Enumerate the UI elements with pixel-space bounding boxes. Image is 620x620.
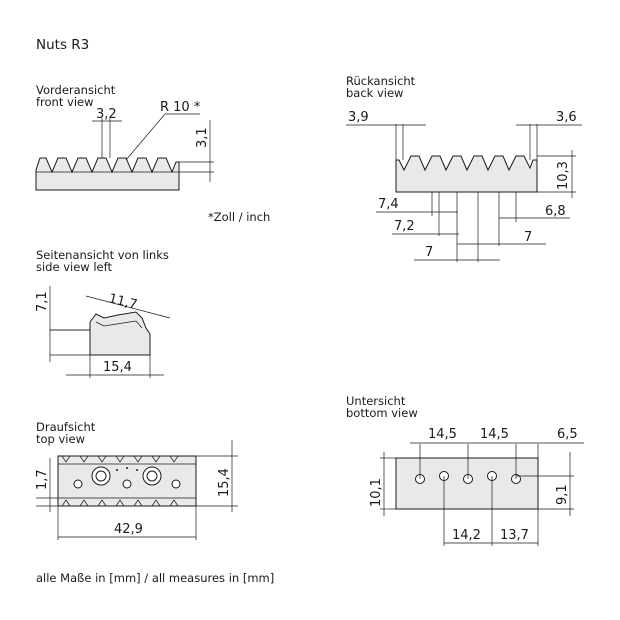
top-dim-b: 15,4 — [217, 468, 232, 497]
front-dim-a: 3,2 — [96, 107, 117, 122]
back-dim-c: 10,3 — [556, 161, 571, 190]
bottom-dim-c: 6,5 — [557, 427, 578, 442]
bottom-dim-f: 14,2 — [452, 528, 481, 543]
back-view: Rückansicht back view 3,9 3,6 10,3 7,4 6… — [346, 74, 582, 262]
back-dim-b: 3,6 — [556, 110, 577, 125]
bottom-dim-d: 10,1 — [369, 478, 384, 507]
back-dim-e: 6,8 — [545, 204, 566, 219]
back-dim-d: 7,4 — [378, 197, 399, 212]
bottom-dim-a: 14,5 — [428, 427, 457, 442]
top-view-label-en: top view — [36, 432, 85, 446]
front-dim-radius: R 10 * — [160, 100, 201, 115]
back-dim-g: 7 — [425, 245, 433, 260]
bottom-dim-e: 9,1 — [555, 484, 570, 505]
top-dim-c: 42,9 — [114, 522, 143, 537]
side-view-label-en: side view left — [36, 260, 112, 274]
bottom-dim-g: 13,7 — [500, 528, 529, 543]
back-dim-h: 7 — [524, 230, 532, 245]
front-view-label-de: Vorderansicht — [36, 83, 116, 97]
side-view-part — [89, 311, 151, 356]
top-dim-a: 1,7 — [35, 469, 50, 490]
side-dim-a: 7,1 — [35, 291, 50, 312]
bottom-view-label-en: bottom view — [346, 406, 418, 420]
back-dim-a: 3,9 — [348, 110, 369, 125]
bottom-dim-b: 14,5 — [480, 427, 509, 442]
side-view: Seitenansicht von links side view left 7… — [35, 248, 171, 378]
inch-note: *Zoll / inch — [208, 210, 270, 224]
front-view-label-en: front view — [36, 95, 94, 109]
top-view-label-de: Draufsicht — [36, 420, 96, 434]
side-dim-c: 15,4 — [103, 360, 132, 375]
side-dim-b: 11,7 — [107, 291, 139, 313]
drawing-title: Nuts R3 — [36, 37, 89, 53]
top-view: Draufsicht top view 1,7 15,4 4 — [35, 420, 238, 540]
units-footer: alle Maße in [mm] / all measures in [mm] — [36, 571, 274, 585]
back-dim-f: 7,2 — [394, 219, 415, 234]
back-view-part — [395, 155, 538, 193]
bottom-view-label-de: Untersicht — [346, 394, 406, 408]
front-view: Vorderansicht front view 3,2 R 10 * 3,1 … — [35, 83, 270, 224]
back-view-label-en: back view — [346, 86, 403, 100]
front-view-part — [35, 157, 180, 191]
front-dim-b: 3,1 — [195, 127, 210, 148]
bottom-view: Untersicht bottom view 14,5 14,5 6,5 10,… — [346, 394, 584, 546]
side-view-label-de: Seitenansicht von links — [36, 248, 169, 262]
back-view-label-de: Rückansicht — [346, 74, 416, 88]
